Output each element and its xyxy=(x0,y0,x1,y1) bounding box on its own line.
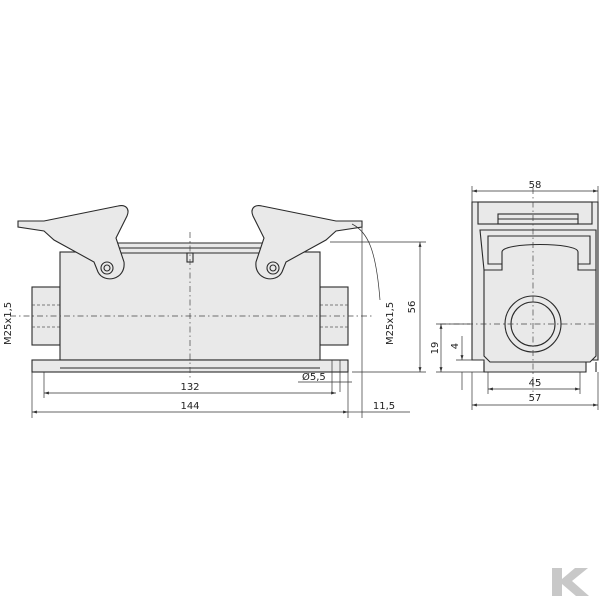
dim-height: 56 xyxy=(407,301,418,314)
left-latch-lever xyxy=(17,205,129,280)
dim-entry-height: 19 xyxy=(430,342,441,355)
dim-side-hole-spacing: 45 xyxy=(529,378,542,389)
dim-base-thickness: 4 xyxy=(450,343,461,349)
dim-top-width: 58 xyxy=(529,180,542,191)
dim-hole-diameter: Ø5,5 xyxy=(302,371,326,383)
logo-mark xyxy=(552,568,589,596)
dim-overall-length: 144 xyxy=(180,401,199,412)
dim-hole-spacing: 132 xyxy=(180,382,199,393)
dim-side-offset: 11,5 xyxy=(373,401,395,412)
right-latch-lever xyxy=(251,205,363,280)
left-pivot xyxy=(100,261,114,275)
brand-logo xyxy=(552,568,589,596)
thread-label-left: M25x1,5 xyxy=(3,302,14,345)
side-view: 58 45 57 19 4 xyxy=(430,180,599,410)
right-pivot xyxy=(266,261,280,275)
dim-base-width: 57 xyxy=(529,393,542,404)
thread-label-right: M25x1,5 xyxy=(385,302,396,345)
front-view: M25x1,5 M25x1,5 56 Ø5,5 132 144 11,5 xyxy=(3,205,426,418)
